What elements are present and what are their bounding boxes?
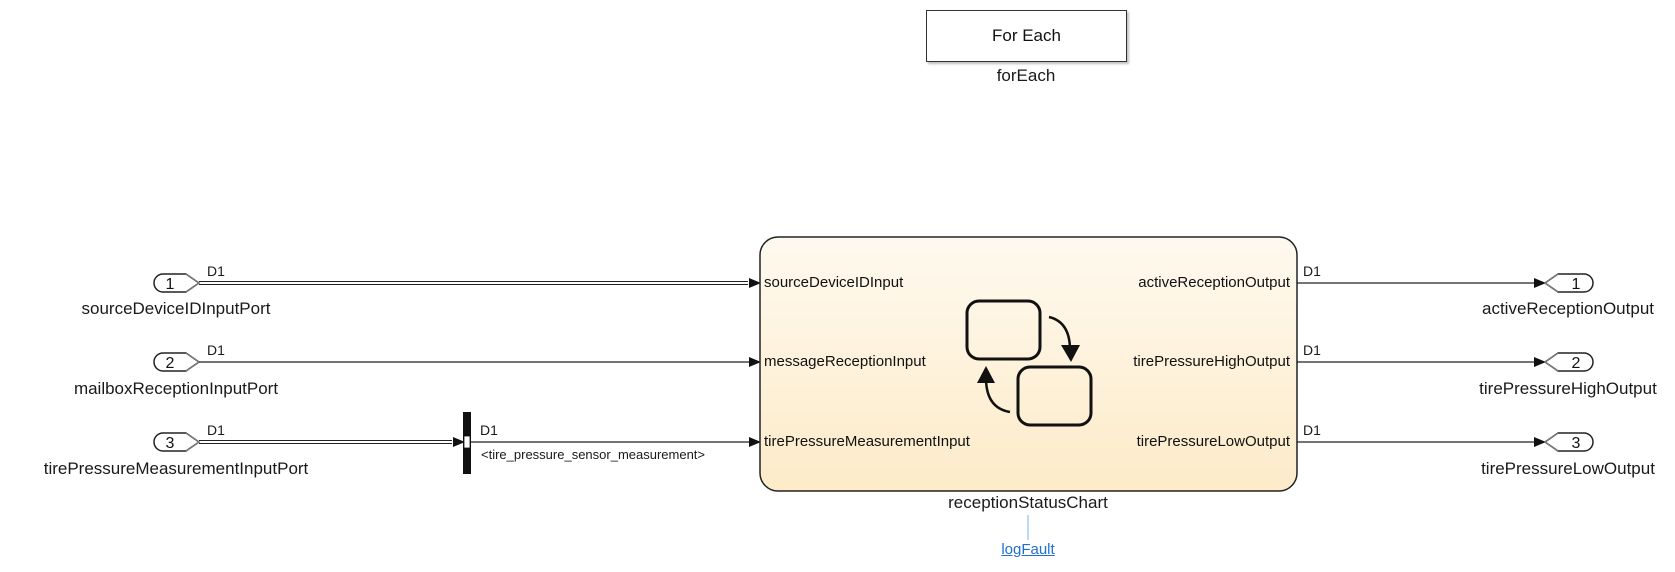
for-each-name: forEach (996, 66, 1056, 85)
for-each-block[interactable]: For Each (926, 10, 1127, 62)
output-signal-3-label: D1 (1303, 422, 1321, 438)
signal-2-label: D1 (207, 342, 225, 358)
output-signal-2-label: D1 (1303, 342, 1321, 358)
inport-3-number: 3 (166, 435, 175, 452)
outport-2-number: 2 (1572, 355, 1581, 372)
chart-input-2-label: messageReceptionInput (764, 353, 926, 370)
outport-1-block[interactable]: 1 (1543, 273, 1594, 293)
chart-name: receptionStatusChart (948, 493, 1108, 512)
outport-3-name: tirePressureLowOutput (1481, 459, 1655, 478)
chart-output-1-label: activeReceptionOutput (1138, 274, 1290, 291)
output-signal-1-label: D1 (1303, 263, 1321, 279)
signal-line-1[interactable] (199, 278, 761, 288)
chart-input-1-label: sourceDeviceIDInput (764, 274, 904, 291)
chart-output-3-label: tirePressureLowOutput (1136, 433, 1290, 450)
log-fault-link[interactable]: logFault (1001, 541, 1055, 558)
reception-status-chart-block[interactable] (759, 236, 1298, 492)
bus-selector-block[interactable] (463, 412, 471, 474)
outport-3-number: 3 (1572, 435, 1581, 452)
inport-3-block[interactable]: 3 (153, 432, 201, 452)
inport-1-number: 1 (166, 276, 175, 293)
inport-1-name: sourceDeviceIDInputPort (81, 299, 271, 318)
signal-line-3[interactable] (199, 437, 465, 447)
stateflow-chart-icon (965, 299, 1093, 427)
for-each-block-text: For Each (992, 26, 1061, 45)
outport-2-block[interactable]: 2 (1543, 352, 1594, 372)
inport-1-block[interactable]: 1 (153, 273, 201, 293)
outport-2-name: tirePressureHighOutput (1479, 379, 1657, 398)
inport-2-number: 2 (166, 355, 175, 372)
outport-1-name: activeReceptionOutput (1482, 299, 1654, 318)
bus-selector-selected-signal: <tire_pressure_sensor_measurement> (481, 447, 706, 462)
signal-3-label: D1 (207, 422, 225, 438)
outport-3-block[interactable]: 3 (1543, 432, 1594, 452)
inport-2-block[interactable]: 2 (153, 352, 201, 372)
bus-selector-signal-label: D1 (480, 422, 498, 438)
chart-input-3-label: tirePressureMeasurementInput (764, 433, 970, 450)
inport-2-name: mailboxReceptionInputPort (73, 379, 279, 398)
signal-1-label: D1 (207, 263, 225, 279)
outport-1-number: 1 (1572, 276, 1581, 293)
inport-3-name: tirePressureMeasurementInputPort (43, 459, 309, 478)
chart-output-2-label: tirePressureHighOutput (1133, 353, 1290, 370)
